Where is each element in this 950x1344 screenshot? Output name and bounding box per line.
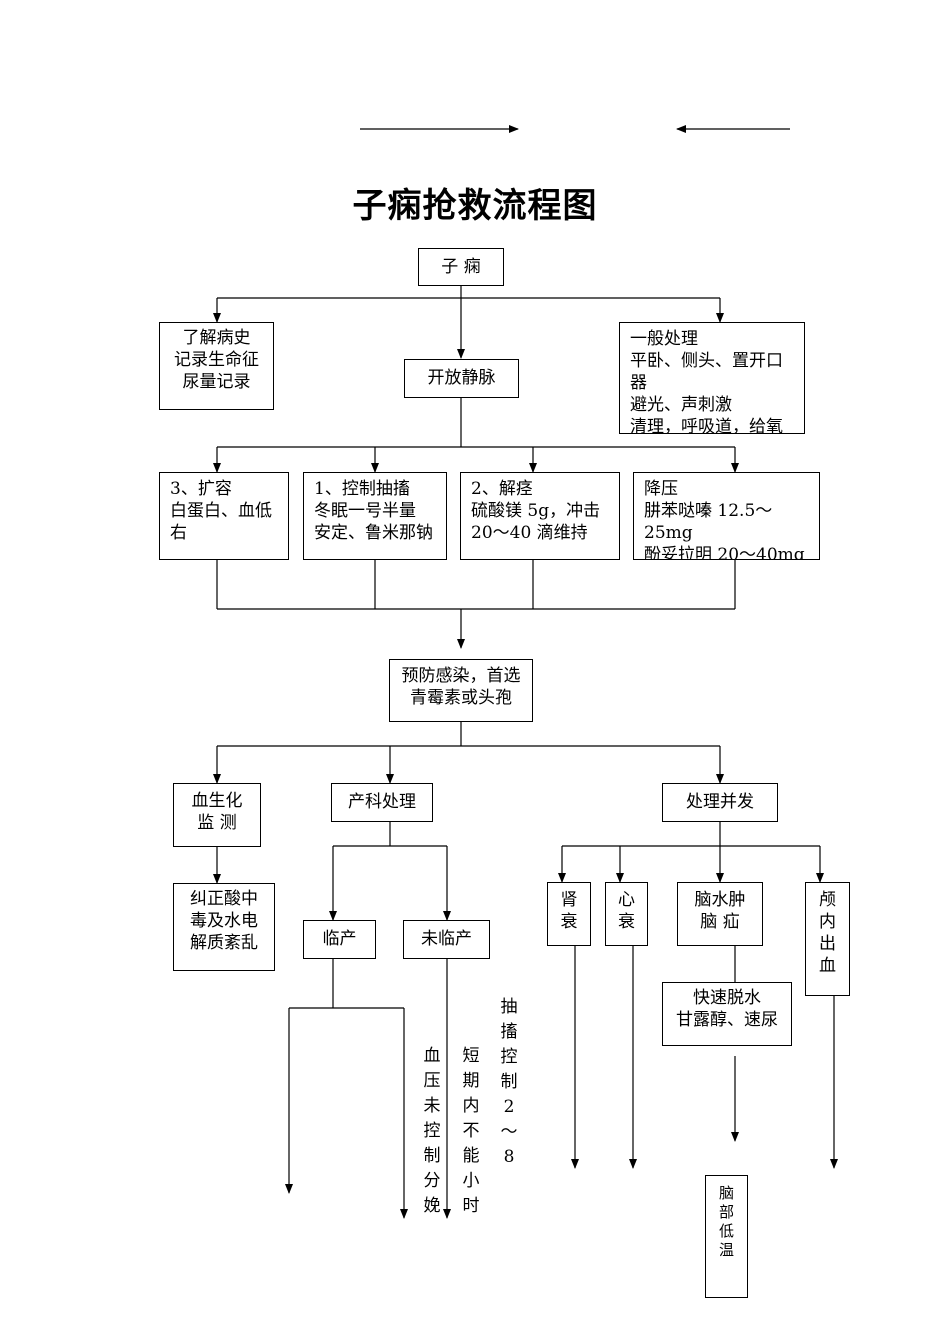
node-in-labor: 临产	[303, 920, 376, 959]
node-open-iv: 开放静脉	[404, 359, 519, 398]
node-obstetric: 产科处理	[331, 783, 433, 822]
node-rapid-dehydration: 快速脱水 甘露醇、速尿	[662, 982, 792, 1046]
page-title: 子痫抢救流程图	[352, 186, 598, 226]
node-acidosis-correction: 纠正酸中 毒及水电 解质紊乱	[173, 883, 275, 971]
node-biochem-monitoring: 血生化 监 测	[173, 783, 261, 847]
node-general-care: 一般处理 平卧、侧头、置开口器 避光、声刺激 清理，呼吸道，给氧	[619, 322, 805, 434]
node-history: 了解病史 记录生命征 尿量记录	[159, 322, 274, 410]
node-antispasm: 2、解痉 硫酸镁 5g，冲击 20～40 滴维持	[460, 472, 620, 560]
node-seizure-control: 1、控制抽搐 冬眠一号半量 安定、鲁米那钠	[303, 472, 447, 560]
node-infection-prevention: 预防感染，首选 青霉素或头孢	[389, 659, 533, 722]
node-eclampsia: 子 痫	[418, 248, 504, 286]
node-renal-failure: 肾衰	[547, 882, 591, 946]
node-intracranial-hemorrhage: 颅内出血	[805, 882, 850, 996]
label-short-term: 短期内不能小时	[462, 1046, 480, 1216]
node-not-in-labor: 未临产	[403, 920, 490, 959]
label-bp-uncontrolled: 血压未控制分娩	[423, 1046, 441, 1216]
label-seizure-control-hours: 抽搐控制2～8	[500, 997, 518, 1167]
node-volume-expansion: 3、扩容 白蛋白、血低右	[159, 472, 289, 560]
node-cerebral-edema: 脑水肿 脑 疝	[677, 882, 763, 946]
node-complications: 处理并发	[662, 783, 778, 822]
node-lower-bp: 降压 肼苯哒嗪 12.5～25mg 酚妥拉明 20～40mg	[633, 472, 820, 560]
node-heart-failure: 心衰	[605, 882, 648, 946]
node-brain-cooling: 脑部低温	[705, 1175, 748, 1298]
